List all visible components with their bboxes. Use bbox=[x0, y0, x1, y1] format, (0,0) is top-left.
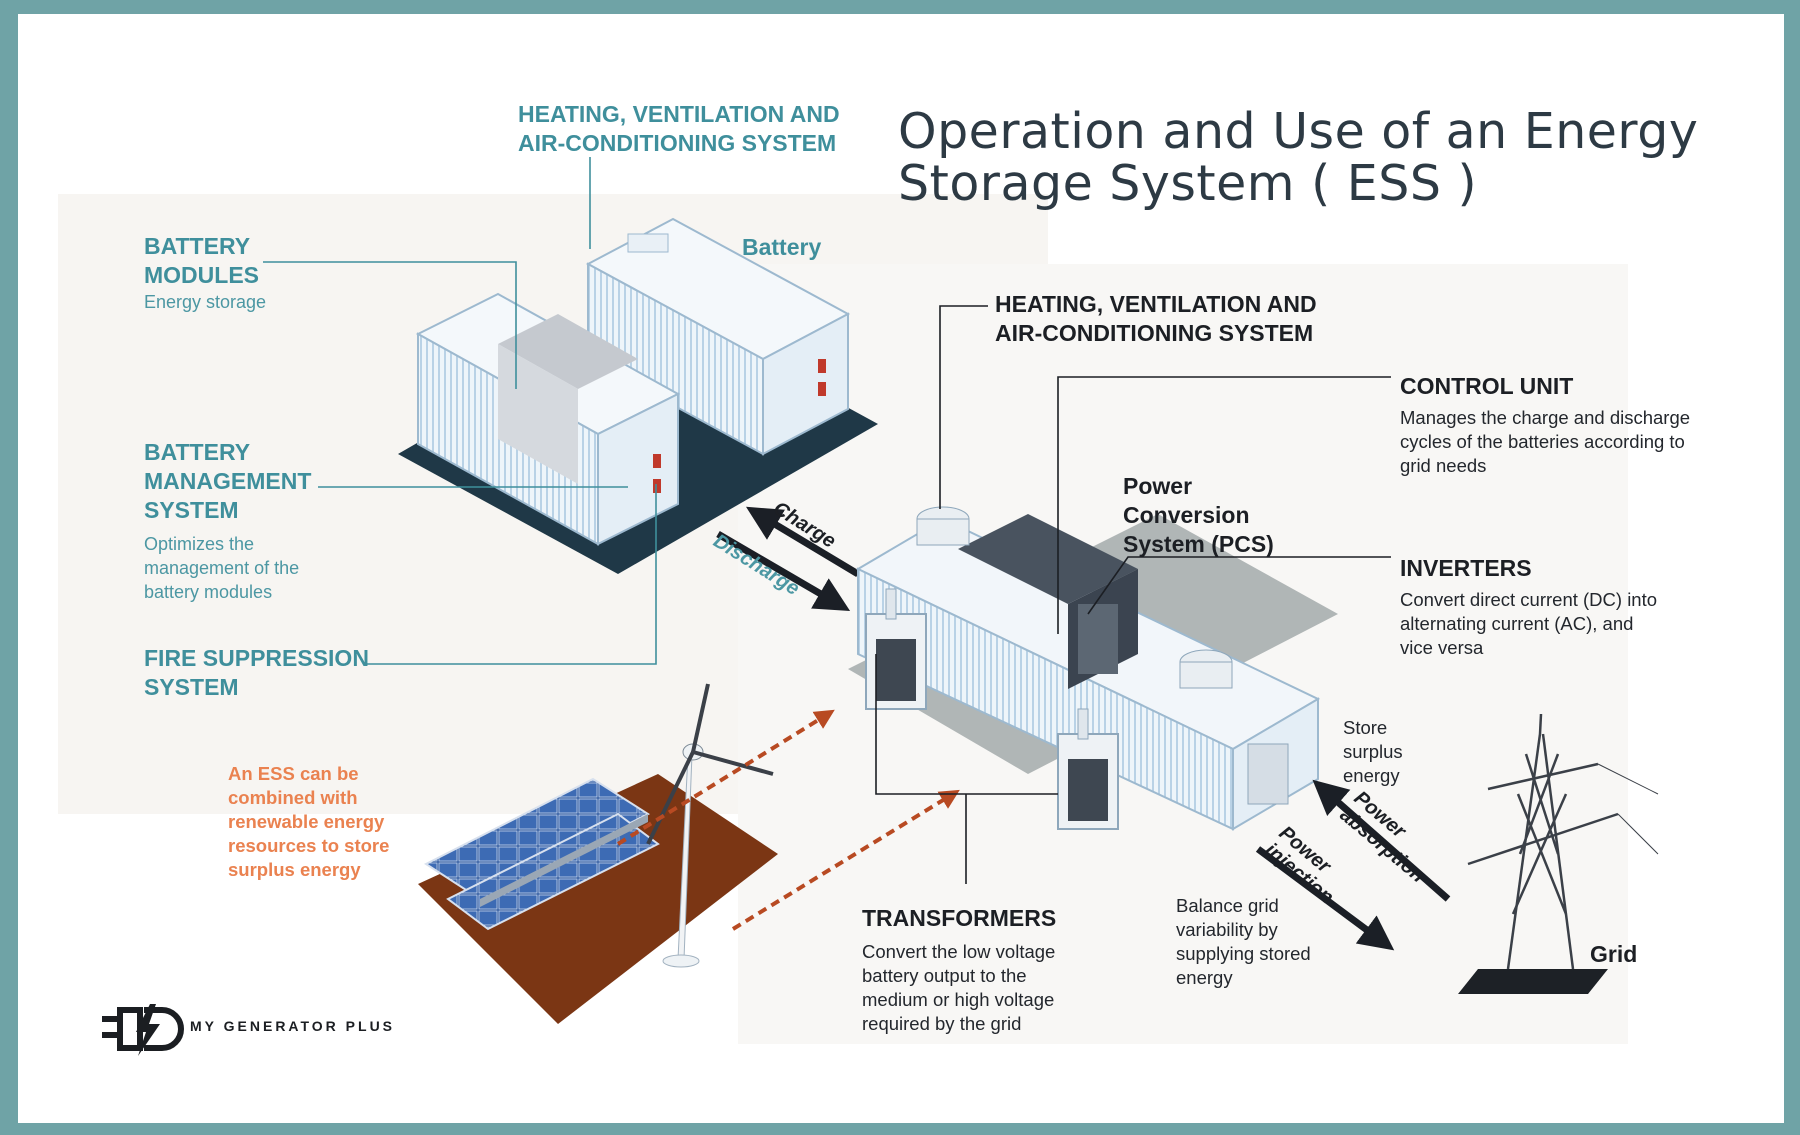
store-surplus-label: Store surplus energy bbox=[1343, 717, 1403, 786]
battery-container-front bbox=[415, 292, 681, 546]
transformers-desc: Convert the low voltage battery output t… bbox=[862, 941, 1056, 1034]
hvac-fan-left-icon bbox=[916, 506, 970, 546]
battery-modules-desc: Energy storage bbox=[144, 292, 267, 312]
diagram-card: Operation and Use of an Energy Storage S… bbox=[18, 14, 1784, 1123]
battery-label: Battery bbox=[742, 234, 822, 260]
renewable-flow-arrow-lower bbox=[731, 789, 960, 931]
renewable-flow-arrow-upper bbox=[616, 709, 835, 846]
battery-container-back bbox=[585, 217, 851, 456]
wind-turbine-icon bbox=[646, 683, 774, 968]
control-unit-desc: Manages the charge and discharge cycles … bbox=[1400, 407, 1691, 476]
hvac-top-label: HEATING, VENTILATION AND AIR-CONDITIONIN… bbox=[518, 101, 840, 156]
battery-modules-label: BATTERY MODULES bbox=[144, 233, 259, 288]
brand-name: MY GENERATOR PLUS bbox=[190, 1018, 396, 1034]
ess-illustration bbox=[58, 157, 1659, 1044]
renewable-note: An ESS can be combined with renewable en… bbox=[228, 763, 390, 880]
bms-desc: Optimizes the management of the battery … bbox=[144, 534, 300, 602]
grid-label: Grid bbox=[1590, 941, 1638, 967]
brand-logo-icon bbox=[102, 1004, 184, 1056]
power-pylon-icon bbox=[1458, 713, 1659, 994]
inverters-desc: Convert direct current (DC) into alterna… bbox=[1400, 589, 1658, 658]
bms-label: BATTERY MANAGEMENT SYSTEM bbox=[144, 439, 312, 523]
dark-leader-lines bbox=[875, 305, 1391, 884]
charge-arrow bbox=[745, 506, 860, 578]
pcs-label: Power Conversion System (PCS) bbox=[1123, 473, 1274, 557]
hvac-right-label: HEATING, VENTILATION AND AIR-CONDITIONIN… bbox=[995, 291, 1317, 346]
pcs-container bbox=[855, 514, 1321, 831]
inverters-label: INVERTERS bbox=[1400, 555, 1532, 581]
balance-grid-label: Balance grid variability by supplying st… bbox=[1176, 895, 1311, 988]
teal-leader-lines bbox=[263, 157, 657, 665]
solar-panel-icon bbox=[424, 777, 660, 931]
page-title: Operation and Use of an Energy Storage S… bbox=[898, 103, 1699, 212]
control-unit-label: CONTROL UNIT bbox=[1400, 373, 1574, 399]
transformer-right-icon bbox=[1057, 708, 1119, 830]
power-injection-arrow bbox=[1255, 846, 1395, 951]
fire-suppression-label: FIRE SUPPRESSION SYSTEM bbox=[144, 645, 369, 700]
transformers-label: TRANSFORMERS bbox=[862, 905, 1057, 931]
hvac-fan-right-icon bbox=[1179, 649, 1233, 689]
discharge-arrow bbox=[716, 530, 851, 612]
power-absorption-arrow bbox=[1312, 779, 1451, 902]
